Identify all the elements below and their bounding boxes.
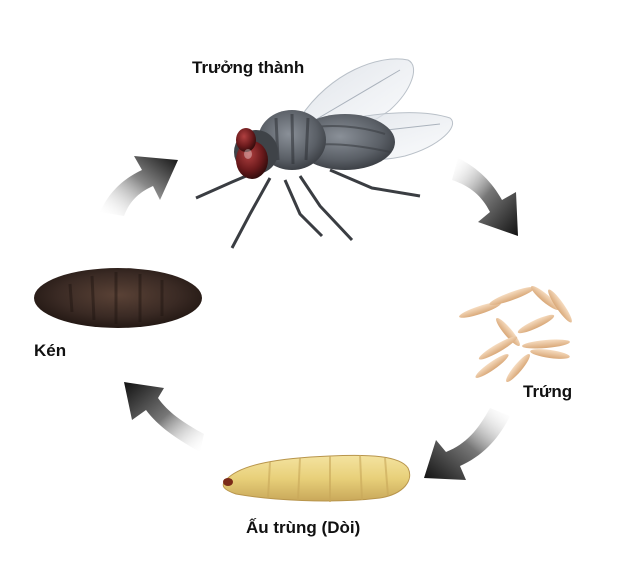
adult-fly-illustration [195,58,453,249]
pupa-illustration [34,268,202,328]
larva-illustration [222,454,411,502]
stage-label-larva: Ấu trùng (Dòi) [246,518,361,537]
egg-cluster-illustration [459,286,572,383]
arrow-adult-to-egg [452,158,518,236]
stage-label-adult: Trưởng thành [192,58,305,77]
arrow-pupa-to-adult [100,156,178,216]
arrow-larva-to-pupa [124,382,204,452]
stage-label-egg: Trứng [523,382,573,401]
stage-label-pupa: Kén [34,341,67,360]
arrow-egg-to-larva [424,408,510,480]
